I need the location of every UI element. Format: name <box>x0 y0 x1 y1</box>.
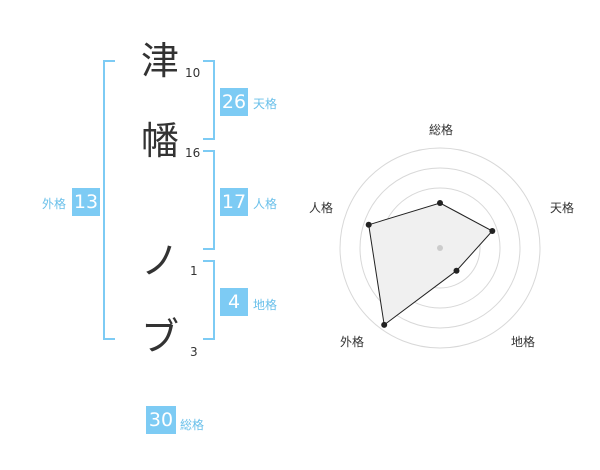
stroke-count-4: 3 <box>190 345 198 359</box>
radar-center-dot <box>437 245 443 251</box>
gaikaku-label: 外格 <box>42 197 67 211</box>
stroke-count-1: 10 <box>185 66 201 80</box>
radar-point-3 <box>453 267 460 274</box>
tenkaku-value-badge: 26 <box>220 88 248 116</box>
jinkaku-bracket <box>203 150 215 250</box>
soukaku-label: 総格 <box>180 418 205 432</box>
radar-ring-4 <box>359 167 521 329</box>
radar-points <box>365 200 496 328</box>
radar-axis-label-chikaku: 地格 <box>511 334 535 349</box>
chikaku-value-badge: 4 <box>220 288 248 316</box>
name-char-1: 津 <box>141 39 180 83</box>
soukaku-value-badge: 30 <box>146 406 176 434</box>
radar-point-1 <box>437 200 443 206</box>
radar-point-5 <box>365 221 372 228</box>
tenkaku-bracket <box>203 60 215 140</box>
radar-axis-label-soukaku: 総格 <box>429 122 453 137</box>
gaikaku-value-badge: 13 <box>72 188 100 216</box>
radar-polygon <box>368 202 494 326</box>
stroke-count-2: 16 <box>185 146 201 160</box>
name-char-3: ノ <box>141 239 180 283</box>
radar-ring-5 <box>339 147 541 349</box>
radar-axis-label-gaikaku: 外格 <box>340 334 364 349</box>
radar-axis-label-tenkaku: 天格 <box>550 200 574 215</box>
name-char-4: ブ <box>141 315 180 359</box>
jinkaku-label: 人格 <box>253 197 278 211</box>
tenkaku-label: 天格 <box>253 97 278 111</box>
jinkaku-value-badge: 17 <box>220 188 248 216</box>
gaikaku-bracket <box>103 60 115 340</box>
radar-axis-label-jinkaku: 人格 <box>309 200 333 215</box>
fortune-radar-chart: 総格 天格 地格 外格 人格 <box>309 122 574 349</box>
name-char-2: 幡 <box>141 119 180 163</box>
radar-point-4 <box>381 321 388 328</box>
stroke-count-3: 1 <box>190 264 198 278</box>
radar-point-2 <box>489 228 496 234</box>
chikaku-label: 地格 <box>253 298 278 312</box>
chikaku-bracket <box>203 260 215 340</box>
